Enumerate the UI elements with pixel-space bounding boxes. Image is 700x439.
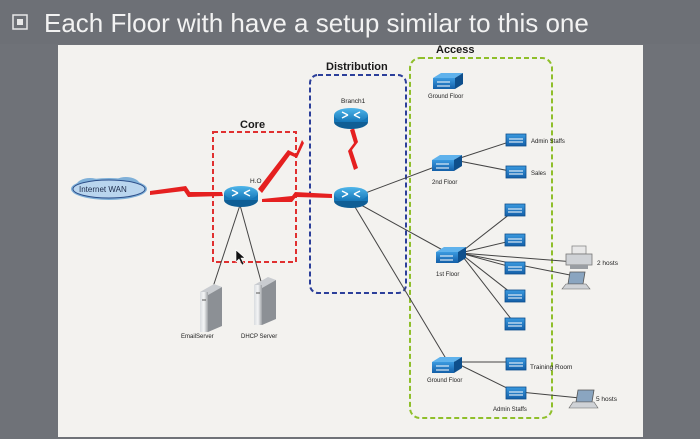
floor-2-label: 2nd Floor [432, 180, 457, 186]
laptop-icon [561, 271, 591, 290]
sales-label: Sales [531, 171, 546, 177]
checkbox-bullet-icon [12, 14, 28, 30]
access-label: Access [436, 44, 475, 56]
email-server-icon [200, 284, 222, 332]
edge-switch-icon [504, 261, 526, 275]
ground-floor-top-label: Ground Floor [428, 94, 463, 100]
edge-switch-icon [504, 203, 526, 217]
admin-staffs-top-label: Admin Staffs [531, 139, 565, 145]
wan-links [150, 128, 358, 202]
mouse-cursor-icon [235, 249, 246, 266]
ho-router-icon [223, 185, 259, 208]
email-server-label: EmailServer [181, 334, 214, 340]
training-room-switch-icon [505, 357, 527, 371]
dhcp-server-icon [254, 277, 276, 325]
network-links [211, 139, 581, 399]
floor-1-switch-icon [435, 246, 467, 264]
dhcp-server-label: DHCP Server [241, 334, 277, 340]
edge-switch-icon [504, 289, 526, 303]
admin-staffs-top-switch-icon [505, 133, 527, 147]
training-room-label: Training Room [530, 364, 572, 371]
printer-icon [565, 245, 593, 269]
core-label: Core [240, 119, 265, 131]
ground-floor-bottom-switch-icon [431, 356, 463, 374]
distribution-zone [309, 74, 407, 294]
ground-floor-top-switch-icon [432, 72, 464, 90]
edge-switch-icon [504, 233, 526, 247]
ho-router-label: H.O [250, 178, 262, 185]
sales-switch-icon [505, 165, 527, 179]
admin-staffs-bottom-switch-icon [505, 386, 527, 400]
admin-staffs-bottom-label: Admin Staffs [493, 407, 527, 413]
internet-cloud [71, 177, 147, 200]
branch-router-icon [333, 107, 369, 130]
slide-title: Each Floor with have a setup similar to … [44, 8, 589, 38]
floor-2-switch-icon [431, 154, 463, 172]
hosts-2-label: 2 hosts [597, 260, 619, 267]
edge-switch-icon [504, 317, 526, 331]
hosts-5-label: 5 hosts [596, 396, 618, 403]
distribution-router-icon [333, 186, 369, 209]
branch-router-label: Branch1 [341, 98, 366, 105]
laptop-icon [568, 389, 599, 409]
access-zone [409, 57, 553, 419]
ground-floor-bottom-label: Ground Floor [427, 378, 462, 384]
distribution-label: Distribution [326, 61, 388, 73]
floor-1-label: 1st Floor [436, 272, 459, 278]
internet-label: Internet WAN [79, 185, 127, 194]
